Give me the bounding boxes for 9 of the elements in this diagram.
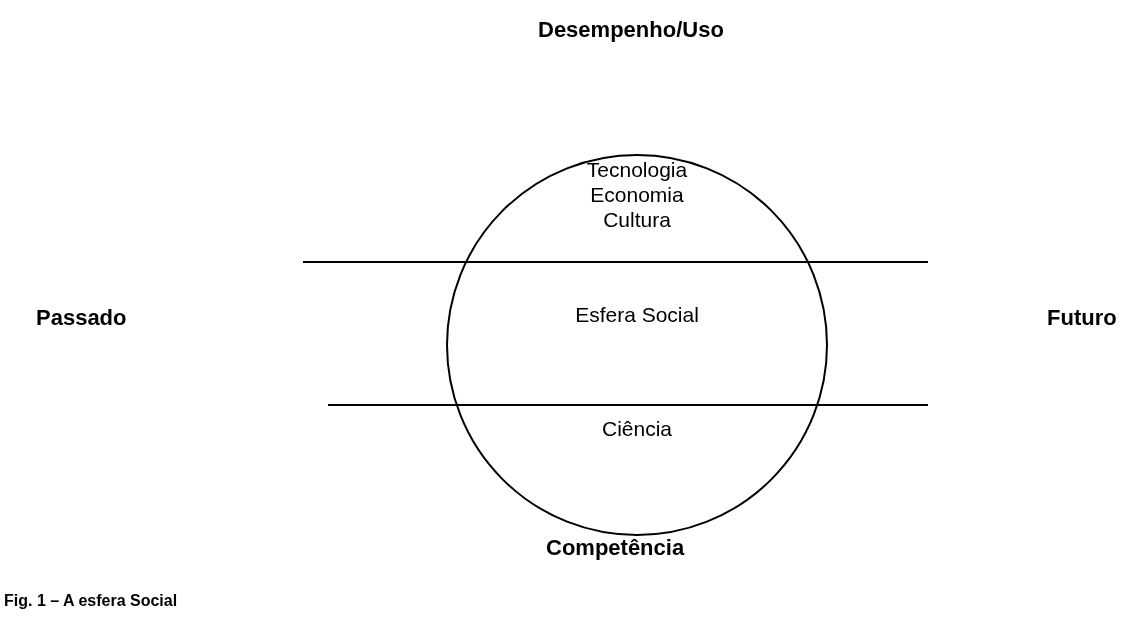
band-text: Tecnologia Economia Cultura bbox=[585, 157, 689, 232]
axis-label: Passado bbox=[36, 305, 127, 331]
axis-label: Futuro bbox=[1047, 305, 1117, 331]
ellipse-node bbox=[446, 154, 828, 536]
caption: Fig. 1 – A esfera Social bbox=[4, 592, 178, 610]
axis-label: Competência bbox=[546, 535, 685, 561]
axis-label: Desempenho/Uso bbox=[538, 17, 724, 43]
band-text: Ciência bbox=[600, 416, 673, 441]
band-text: Esfera Social bbox=[574, 302, 700, 327]
